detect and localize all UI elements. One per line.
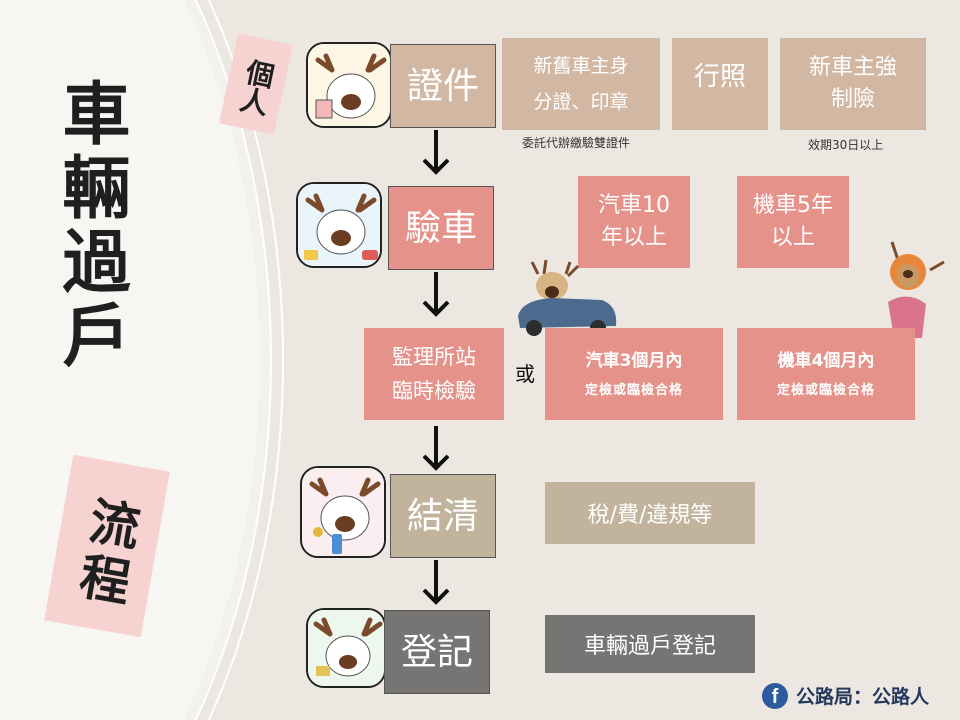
or-label: 或 [515,362,535,386]
box-line: 機車5年 [753,193,833,218]
arrow-down-icon [422,130,450,175]
footer-credit: f 公路局：公路人 [762,682,929,709]
box-line: 新車主強 [808,55,897,80]
box-line: 年以上 [600,225,667,250]
arrow-down-icon [422,272,450,317]
note-proxy-docs: 委託代辦繳驗雙證件 [522,136,631,150]
note-validity: 效期30日以上 [808,138,884,152]
box-line: 以上 [770,225,815,250]
deer-avatar-settle [300,466,386,558]
box-line: 行照 [693,62,746,92]
deer-avatar-inspection [296,182,382,268]
box-line: 分證、印章 [533,91,629,113]
deer-scooter-illustration-icon [888,241,945,338]
step-label-register: 登記 [384,610,490,694]
box-temporary-inspection: 監理所站 臨時檢驗 [364,328,504,420]
footer-text: 公路局：公路人 [796,686,930,708]
box-car-10-years: 汽車10 年以上 [578,176,690,268]
box-id-and-seal: 新舊車主身 分證、印章 [502,38,660,130]
box-line: 監理所站 [392,345,476,369]
arrow-down-icon [422,560,450,605]
box-vehicle-license: 行照 [672,38,768,130]
deer-icon [308,610,384,686]
step-label-documents: 證件 [390,44,496,128]
facebook-icon: f [762,682,788,709]
box-line: 臨時檢驗 [392,379,476,403]
arrow-down-icon [422,426,450,471]
box-line: 定檢或臨檢合格 [776,383,875,398]
box-car-3-months: 汽車3個月內 定檢或臨檢合格 [545,328,723,420]
box-line: 機車4個月內 [777,351,875,371]
deer-avatar-documents [306,42,392,128]
tag-personal: 個人 [219,33,293,135]
box-line: 新舊車主身 [533,55,629,77]
box-line: 制險 [830,87,875,112]
box-line: 稅/費/違規等 [587,503,713,528]
step-label-inspection: 驗車 [388,186,494,270]
box-line: 車輛過戶登記 [583,634,716,659]
box-scooter-5-years: 機車5年 以上 [737,176,849,268]
box-scooter-4-months: 機車4個月內 定檢或臨檢合格 [737,328,915,420]
box-line: 定檢或臨檢合格 [584,383,683,398]
deer-icon [298,184,380,266]
box-line: 汽車3個月內 [585,351,683,371]
deer-icon [302,468,384,556]
box-compulsory-insurance: 新車主強 制險 [780,38,926,130]
deer-icon [308,44,390,126]
step-label-settle: 結清 [390,474,496,558]
page-title: 車輛過戶 [50,78,129,374]
box-taxes-fees-violations: 稅/費/違規等 [545,482,755,544]
box-line: 汽車10 [598,193,670,218]
box-transfer-registration: 車輛過戶登記 [545,615,755,673]
deer-avatar-register [306,608,386,688]
